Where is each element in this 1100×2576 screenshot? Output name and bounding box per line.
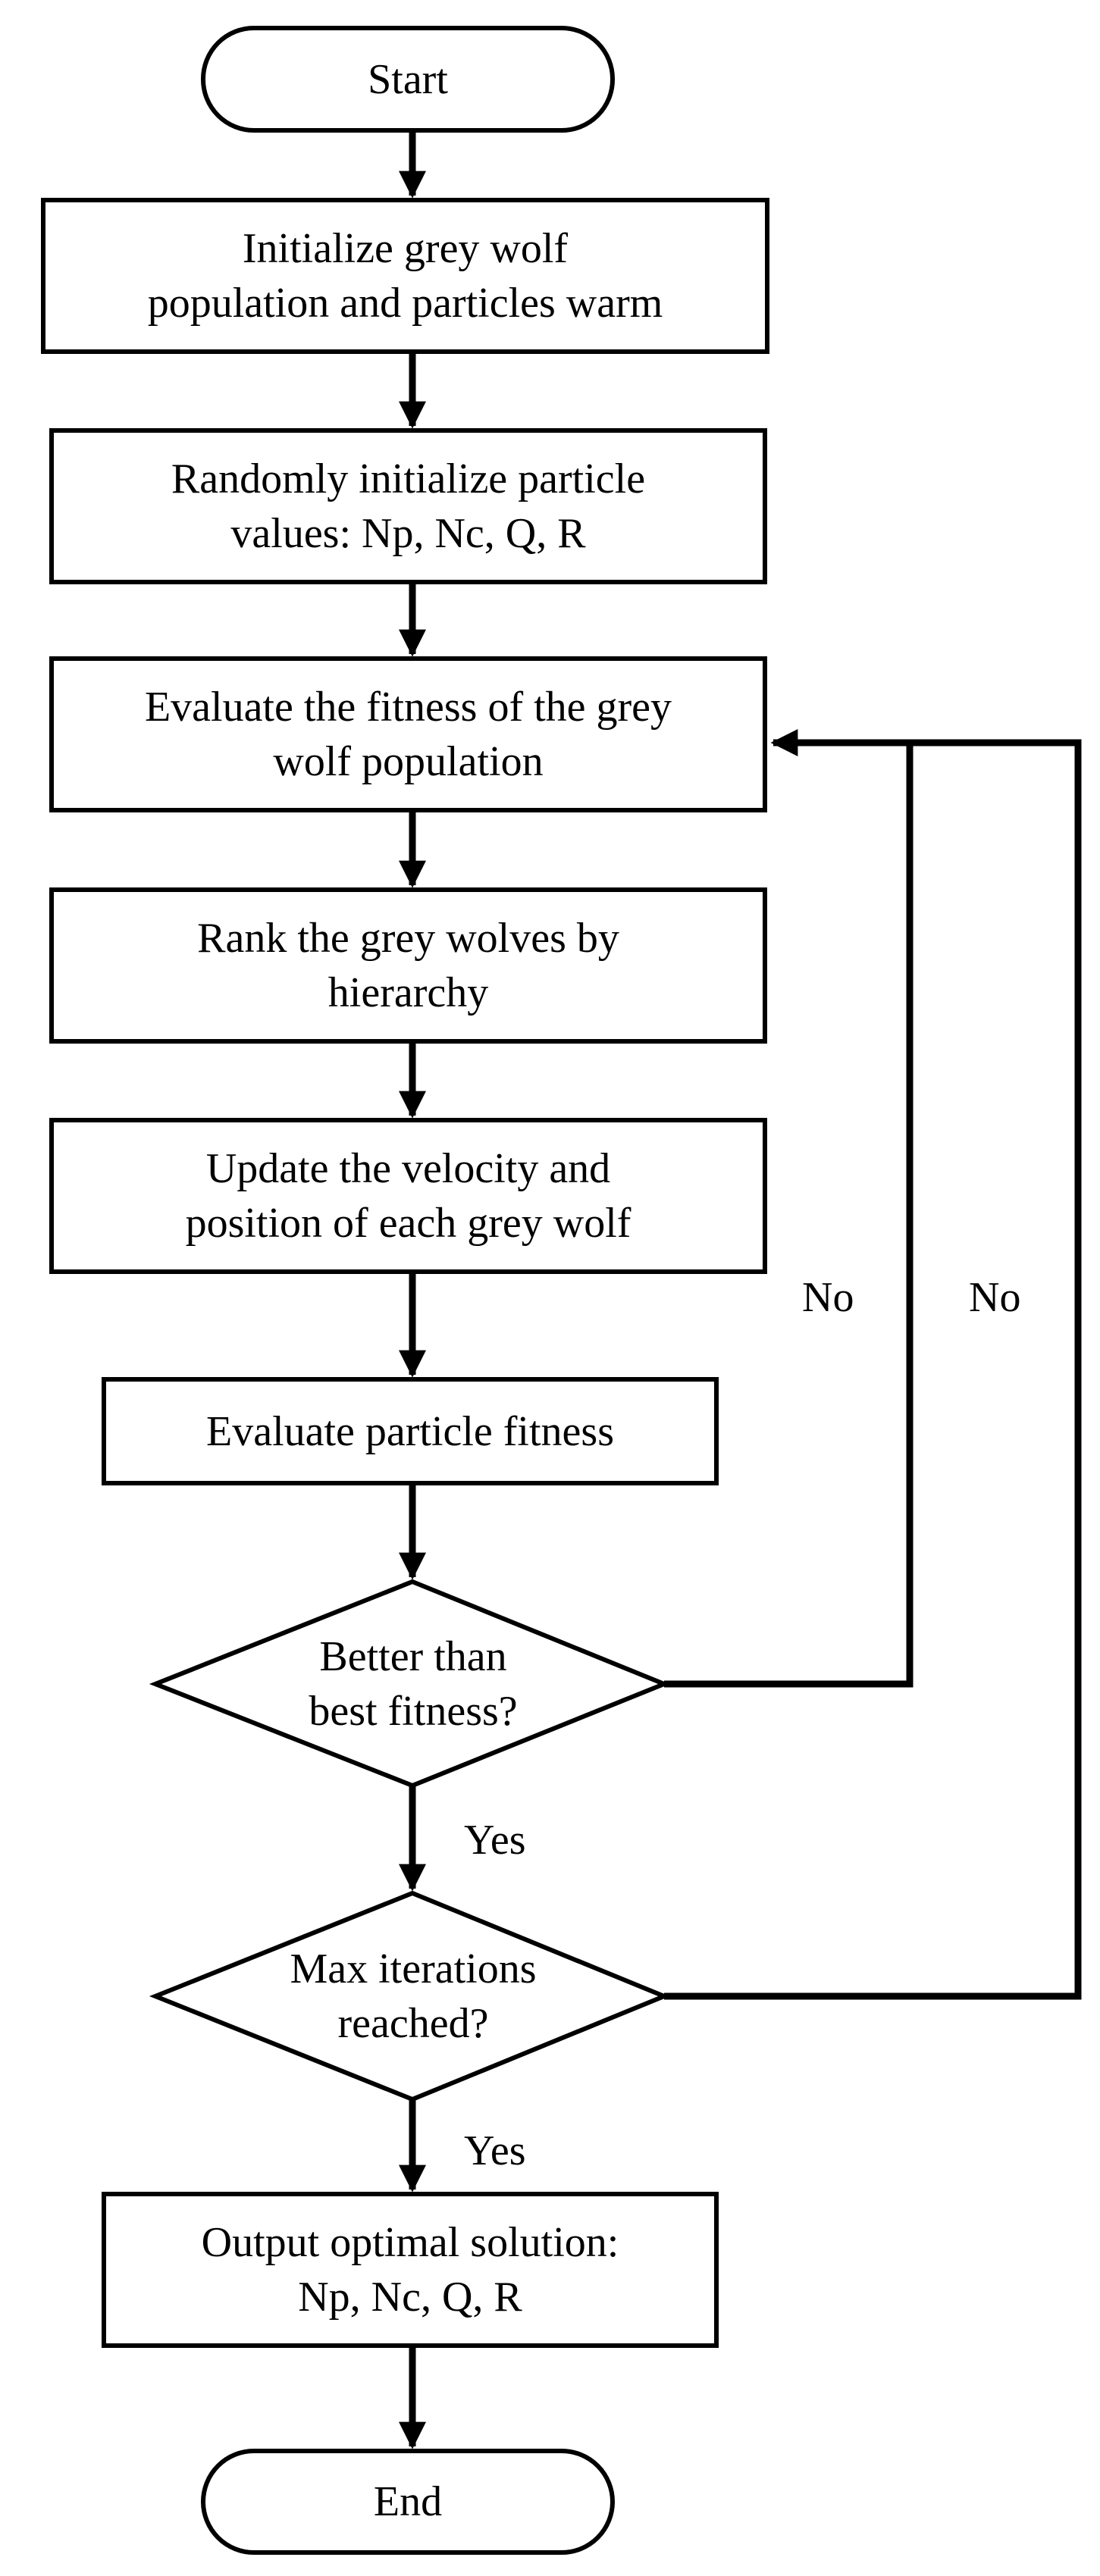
evaluate-particle-label: Evaluate particle fitness — [206, 1407, 614, 1455]
rank-wolves-label: Rank the grey wolves by hierarchy — [197, 915, 619, 1016]
init-population-box — [41, 198, 769, 354]
decision-max-label: Max iterations reached? — [290, 1945, 537, 2047]
end-label: End — [373, 2478, 443, 2525]
random-init-label: Randomly initialize particle values: Np,… — [171, 455, 646, 557]
rank-wolves-box — [49, 887, 767, 1044]
edge-label-no-outer: No — [969, 1274, 1021, 1321]
decision-better-label: Better than best fitness? — [309, 1633, 518, 1735]
loop-better-no — [664, 729, 914, 1688]
evaluate-population-box — [49, 656, 767, 812]
start-terminal — [201, 26, 615, 133]
random-init-box — [49, 428, 767, 584]
edge-label-yes-better: Yes — [464, 1817, 526, 1864]
output-solution-box — [102, 2192, 719, 2348]
end-terminal — [201, 2449, 615, 2555]
init-population-label: Initialize grey wolf population and part… — [147, 225, 663, 327]
output-solution-label: Output optimal solution: Np, Nc, Q, R — [201, 2219, 619, 2321]
evaluate-population-label: Evaluate the fitness of the grey wolf po… — [144, 684, 672, 785]
edge-label-no-inner: No — [802, 1274, 854, 1321]
update-velocity-box — [49, 1118, 767, 1274]
update-velocity-label: Update the velocity and position of each… — [185, 1145, 631, 1247]
loop-max-no — [664, 739, 1082, 2000]
edge-label-yes-max: Yes — [464, 2127, 526, 2174]
start-label: Start — [368, 55, 448, 103]
